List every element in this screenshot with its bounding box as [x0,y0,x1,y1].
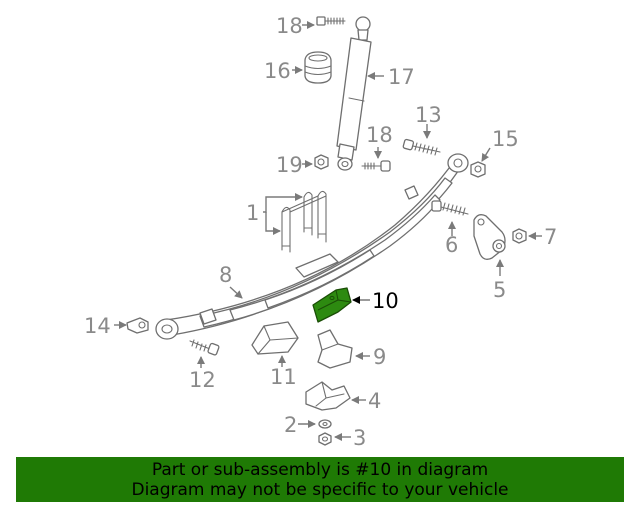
part-5-shackle [473,214,506,260]
callout-1: 1 [246,201,259,225]
callout-6: 6 [445,233,458,257]
callout-4: 4 [368,389,381,413]
part-18-upper-bolt [316,16,346,26]
part-17-shock-absorber [336,16,372,171]
callout-8: 8 [219,263,232,287]
callout-19: 19 [276,153,303,177]
callout-10: 10 [372,289,399,313]
part-7-nut [512,228,527,244]
part-9-bracket [317,329,353,369]
part-4-clamp-plate [305,381,351,411]
leader-lines [114,21,542,441]
part-1-u-bolts [281,190,327,253]
callout-17: 17 [388,65,415,89]
part-13-bolt [402,138,441,156]
part-2-washer [318,419,332,429]
part-18-lower-bolt [361,160,391,172]
callout-13: 13 [415,103,442,127]
part-12-bolt [189,339,220,356]
part-3-nut [318,432,332,446]
callout-16: 16 [264,59,291,83]
callout-12: 12 [189,368,216,392]
part-11-spacer [251,321,299,355]
part-19-nut [314,154,329,170]
callout-3: 3 [353,426,366,450]
callout-9: 9 [373,345,386,369]
info-banner: Part or sub-assembly is #10 in diagram D… [16,457,624,502]
banner-line-disclaimer: Diagram may not be specific to your vehi… [131,480,509,500]
parts-diagram: 18 16 17 13 18 15 19 1 6 7 8 5 10 14 9 1… [84,14,557,450]
part-6-bolt [431,200,469,216]
part-8-leaf-spring [155,153,469,340]
callout-18-top: 18 [276,14,303,38]
part-14-bracket [126,317,149,334]
banner-line-part: Part or sub-assembly is #10 in diagram [151,460,489,480]
part-10-highlighted [312,287,352,323]
callout-15: 15 [492,127,519,151]
part-15-nut [470,161,486,178]
callout-18-lower: 18 [366,123,393,147]
callout-5: 5 [493,278,506,302]
callout-2: 2 [284,413,297,437]
part-16-jounce-bumper [304,51,332,84]
callout-14: 14 [84,314,111,338]
callout-11: 11 [270,365,297,389]
callout-7: 7 [544,225,557,249]
